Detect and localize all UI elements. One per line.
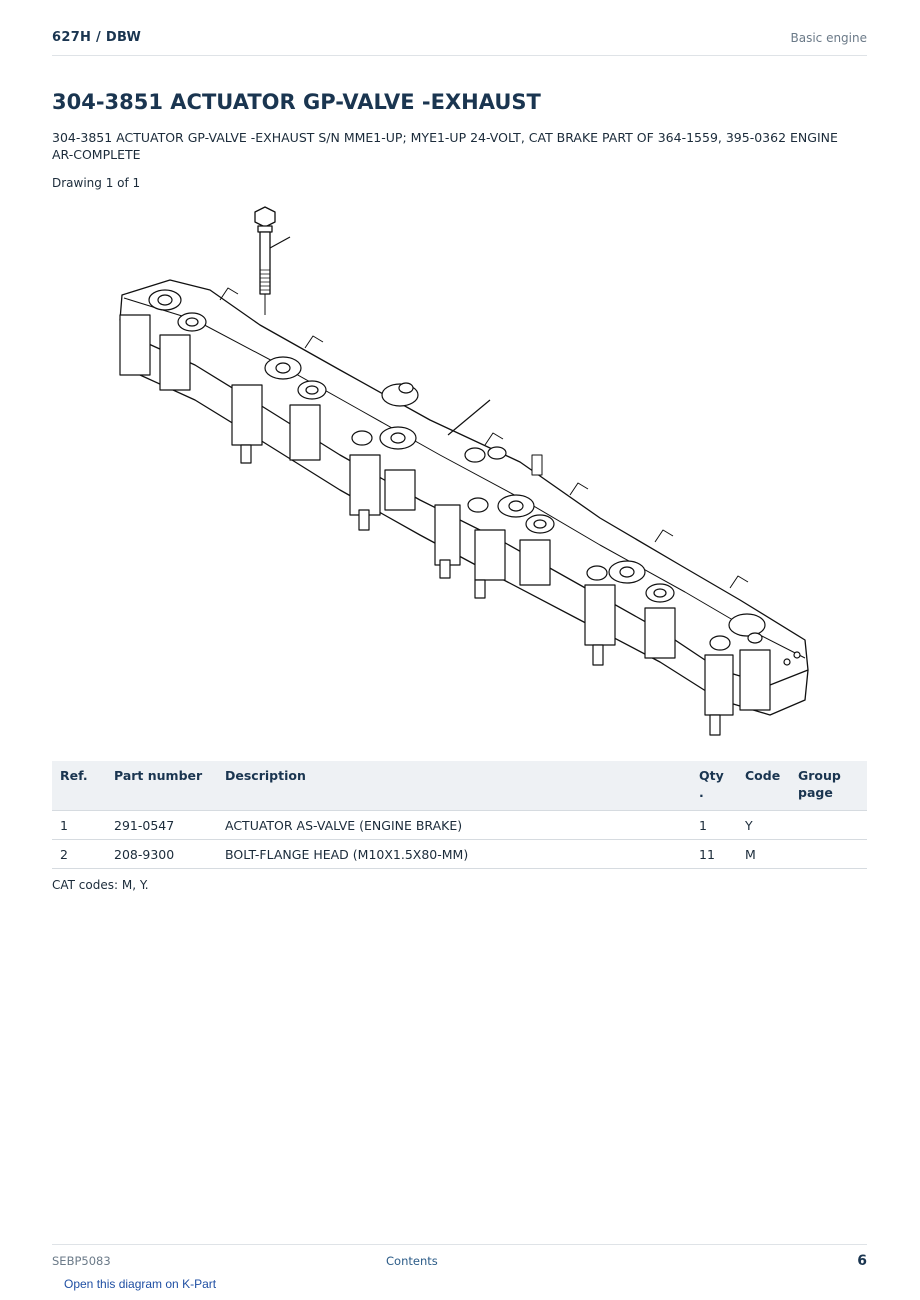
col-group-page-header: Group page — [790, 761, 867, 811]
col-part-number-header: Part number — [106, 761, 217, 811]
page-footer: SEBP5083 Contents 6 — [52, 1244, 867, 1272]
page-subtitle: 304-3851 ACTUATOR GP-VALVE -EXHAUST S/N … — [52, 130, 838, 162]
parts-table: Ref. Part number Description Qty . Code … — [52, 761, 867, 869]
drawing-label: Drawing 1 of 1 — [52, 176, 141, 190]
open-kpart-link[interactable]: Open this diagram on K-Part — [64, 1277, 217, 1291]
cell-code: M — [737, 839, 790, 869]
cell-ref: 2 — [52, 839, 106, 869]
cell-ref: 1 — [52, 810, 106, 840]
flange-bolt-icon — [254, 206, 276, 295]
cell-qty: 11 — [691, 839, 737, 869]
cell-part-number: 208-9300 — [106, 839, 217, 869]
table-row: 2 208-9300 BOLT-FLANGE HEAD (M10X1.5X80-… — [52, 839, 867, 869]
footer-doc-id: SEBP5083 — [52, 1254, 111, 1268]
cell-code: Y — [737, 810, 790, 840]
cat-codes: CAT codes: M, Y. — [52, 878, 149, 892]
cell-description: ACTUATOR AS-VALVE (ENGINE BRAKE) — [217, 810, 691, 840]
cell-description: BOLT-FLANGE HEAD (M10X1.5X80-MM) — [217, 839, 691, 869]
col-description-header: Description — [217, 761, 691, 811]
table-row: 1 291-0547 ACTUATOR AS-VALVE (ENGINE BRA… — [52, 810, 867, 840]
actuator-body — [119, 279, 809, 686]
cell-part-number: 291-0547 — [106, 810, 217, 840]
cell-group-page — [790, 810, 867, 840]
table-header-row: Ref. Part number Description Qty . Code … — [52, 761, 867, 811]
col-code-header: Code — [737, 761, 790, 811]
page-title: 304-3851 ACTUATOR GP-VALVE -EXHAUST — [52, 90, 541, 114]
header-model: 627H / DBW — [52, 30, 142, 45]
page-header: 627H / DBW Basic engine — [52, 28, 867, 56]
cell-qty: 1 — [691, 810, 737, 840]
cell-group-page — [790, 839, 867, 869]
contents-link[interactable]: Contents — [386, 1254, 438, 1268]
parts-diagram — [119, 206, 809, 736]
page-number: 6 — [857, 1253, 867, 1269]
header-section: Basic engine — [790, 31, 867, 45]
col-ref-header: Ref. — [52, 761, 106, 811]
col-qty-header: Qty . — [691, 761, 737, 811]
